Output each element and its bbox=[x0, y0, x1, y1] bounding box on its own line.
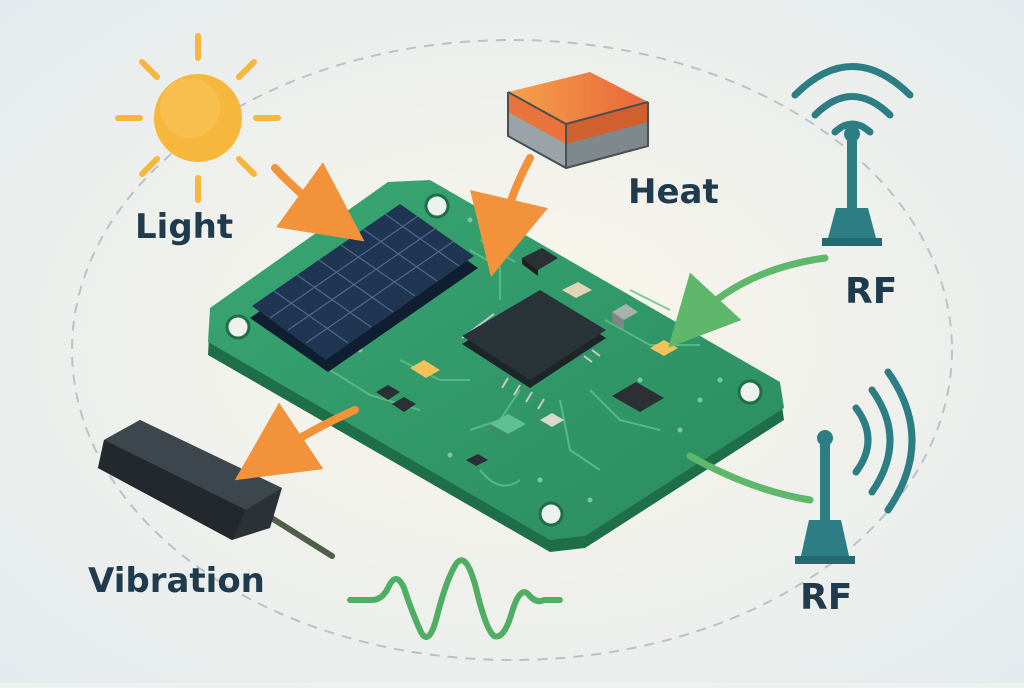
rf-top-label: RF bbox=[845, 271, 898, 312]
vibration-arrow bbox=[234, 402, 359, 481]
rf-bottom-arrow bbox=[686, 452, 814, 504]
heat-block-icon bbox=[507, 72, 649, 170]
light-label: Light bbox=[135, 207, 234, 247]
light-arrow bbox=[271, 162, 365, 242]
smd-components bbox=[376, 248, 678, 466]
orbit-dashed-circle bbox=[71, 39, 953, 661]
rf-top-arrow bbox=[668, 254, 829, 348]
vibration-sensor-icon bbox=[98, 420, 335, 559]
energy-flow-arrows bbox=[234, 154, 829, 504]
antenna-icon bbox=[791, 63, 914, 246]
sun-icon bbox=[115, 33, 281, 203]
antenna-icon bbox=[795, 368, 916, 564]
heat-label: Heat bbox=[628, 172, 719, 212]
heat-arrow bbox=[470, 154, 549, 277]
microchip-icon bbox=[461, 290, 606, 410]
rf-bottom-label: RF bbox=[800, 577, 853, 618]
solar-panel-icon bbox=[250, 204, 478, 372]
waveform-icon bbox=[347, 557, 563, 641]
pcb-board bbox=[208, 180, 784, 552]
vibration-label: Vibration bbox=[88, 561, 265, 601]
